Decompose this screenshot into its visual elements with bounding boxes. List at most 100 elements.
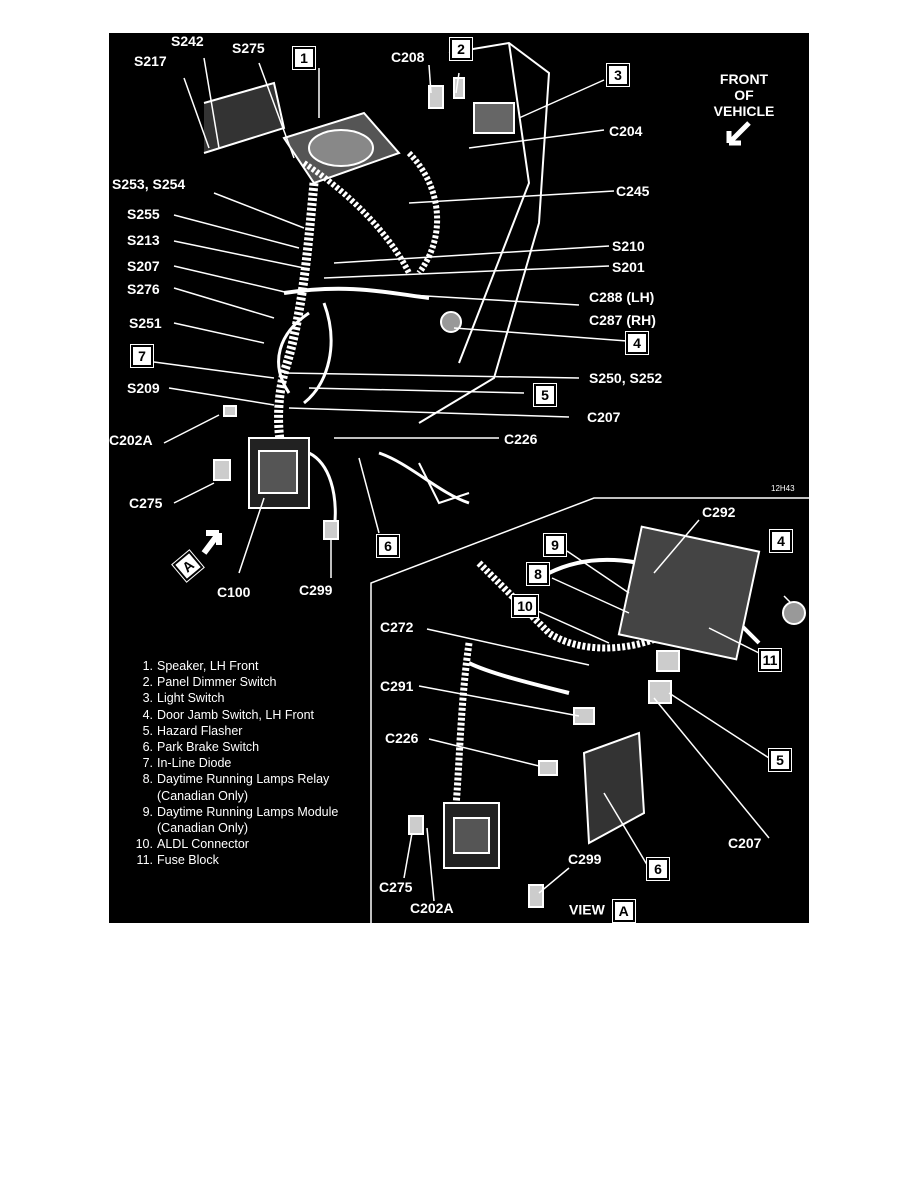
label-c288: C288 (LH) bbox=[589, 289, 655, 305]
label-s253-s254: S253, S254 bbox=[112, 176, 186, 192]
legend-text: Park Brake Switch bbox=[157, 740, 260, 755]
view-label-c291: C291 bbox=[380, 678, 414, 694]
legend-item: 7. In-Line Diode bbox=[119, 755, 338, 771]
view-label-c207: C207 bbox=[728, 835, 762, 851]
box-6: 6 bbox=[376, 534, 400, 558]
label-s255: S255 bbox=[127, 206, 160, 222]
box-4: 4 bbox=[625, 331, 649, 355]
legend-item: 6. Park Brake Switch bbox=[119, 739, 338, 755]
dash-outline bbox=[418, 41, 551, 424]
front-label-line-3: VEHICLE bbox=[713, 103, 775, 119]
legend-number: 6. bbox=[142, 740, 153, 755]
legend-number bbox=[119, 788, 157, 804]
label-s209: S209 bbox=[127, 380, 160, 396]
legend-item: 4. Door Jamb Switch, LH Front bbox=[119, 707, 338, 723]
view-label-c226: C226 bbox=[385, 730, 419, 746]
label-s207: S207 bbox=[127, 258, 160, 274]
legend-text: Door Jamb Switch, LH Front bbox=[157, 707, 314, 722]
label-c275: C275 bbox=[129, 495, 163, 511]
legend-text: ALDL Connector bbox=[157, 837, 249, 852]
legend-number: 9. bbox=[142, 804, 153, 819]
legend-text: Panel Dimmer Switch bbox=[157, 675, 277, 690]
view-label-c275: C275 bbox=[379, 879, 413, 895]
view-box-8: 8 bbox=[526, 562, 550, 586]
view-a-frame bbox=[370, 497, 809, 923]
label-c207: C207 bbox=[587, 409, 621, 425]
legend-number: 2. bbox=[142, 675, 153, 690]
label-s250-s252: S250, S252 bbox=[589, 370, 663, 386]
label-s275: S275 bbox=[232, 40, 265, 56]
view-box-5: 5 bbox=[768, 748, 792, 772]
view-box-6: 6 bbox=[646, 857, 670, 881]
legend-number: 3. bbox=[142, 691, 153, 706]
legend: 1. Speaker, LH Front 2. Panel Dimmer Switch… bbox=[119, 658, 339, 869]
box-7: 7 bbox=[130, 344, 154, 368]
view-label-c272: C272 bbox=[380, 619, 414, 635]
view-box-11: 11 bbox=[758, 648, 782, 672]
legend-number: 4. bbox=[142, 707, 153, 722]
label-s213: S213 bbox=[127, 232, 160, 248]
label-c202a: C202A bbox=[109, 432, 153, 448]
legend-text: Fuse Block bbox=[157, 853, 219, 868]
label-s210: S210 bbox=[612, 238, 645, 254]
legend-item: 9. Daytime Running Lamps Module bbox=[119, 804, 339, 820]
legend-number bbox=[119, 820, 157, 836]
view-box-10: 10 bbox=[511, 594, 539, 618]
label-s217: S217 bbox=[134, 53, 167, 69]
legend-item: 5. Hazard Flasher bbox=[119, 723, 338, 739]
box-5: 5 bbox=[533, 383, 557, 407]
legend-text: Light Switch bbox=[157, 691, 225, 706]
view-a-arrow-icon bbox=[201, 530, 222, 555]
legend-number: 7. bbox=[142, 756, 153, 771]
legend-item: 3. Light Switch bbox=[119, 690, 338, 706]
view-door-jamb-switch bbox=[782, 601, 806, 625]
legend-number: 10. bbox=[135, 837, 153, 852]
label-s276: S276 bbox=[127, 281, 160, 297]
legend-item: 10. ALDL Connector bbox=[119, 836, 338, 852]
main-harness bbox=[274, 182, 319, 476]
view-harness bbox=[476, 560, 671, 652]
legend-item: (Canadian Only) bbox=[119, 820, 338, 836]
view-box-9: 9 bbox=[543, 533, 567, 557]
label-s251: S251 bbox=[129, 315, 162, 331]
legend-item: 11. Fuse Block bbox=[119, 852, 338, 868]
view-label-c292: C292 bbox=[702, 504, 736, 520]
legend-number: 8. bbox=[142, 772, 153, 787]
legend-text: Daytime Running Lamps Module bbox=[157, 804, 339, 819]
legend-text: In-Line Diode bbox=[157, 756, 232, 771]
label-c100: C100 bbox=[217, 584, 251, 600]
label-s201: S201 bbox=[612, 259, 645, 275]
door-jamb-switch bbox=[440, 311, 462, 333]
view-label-text: VIEW bbox=[569, 901, 605, 918]
wiring-diagram: S242 S217 S275 C208 C204 C245 S253, S254… bbox=[109, 33, 809, 923]
label-c226: C226 bbox=[504, 431, 538, 447]
front-label-line-2: OF bbox=[734, 87, 754, 103]
legend-item: (Canadian Only) bbox=[119, 788, 338, 804]
view-label-c202a: C202A bbox=[410, 900, 454, 916]
legend-text: (Canadian Only) bbox=[157, 788, 249, 803]
speaker-cone bbox=[308, 129, 374, 167]
front-label-line-1: FRONT bbox=[719, 71, 769, 87]
legend-item: 8. Daytime Running Lamps Relay bbox=[119, 771, 338, 787]
view-label-c299: C299 bbox=[568, 851, 602, 867]
front-arrow-icon bbox=[726, 121, 751, 146]
label-c204: C204 bbox=[609, 123, 643, 139]
view-label-letter: A bbox=[611, 899, 636, 923]
figure-code: 12H43 bbox=[771, 484, 795, 493]
legend-item: 1. Speaker, LH Front bbox=[119, 658, 338, 674]
view-a-label: VIEW A bbox=[569, 899, 636, 923]
label-c245: C245 bbox=[616, 183, 650, 199]
legend-text: Daytime Running Lamps Relay bbox=[157, 772, 330, 787]
legend-number: 1. bbox=[142, 659, 153, 673]
label-c287: C287 (RH) bbox=[589, 312, 656, 328]
park-brake-shape bbox=[582, 731, 646, 845]
front-of-vehicle-label: FRONT OF VEHICLE bbox=[694, 71, 794, 119]
legend-number: 11. bbox=[136, 853, 153, 868]
label-c208: C208 bbox=[391, 49, 425, 65]
diagram-artwork bbox=[153, 41, 809, 923]
legend-text: Speaker, LH Front bbox=[157, 659, 259, 673]
legend-number: 5. bbox=[142, 723, 153, 738]
box-3: 3 bbox=[606, 63, 630, 87]
legend-text: Hazard Flasher bbox=[157, 723, 243, 738]
label-s242: S242 bbox=[171, 33, 204, 49]
